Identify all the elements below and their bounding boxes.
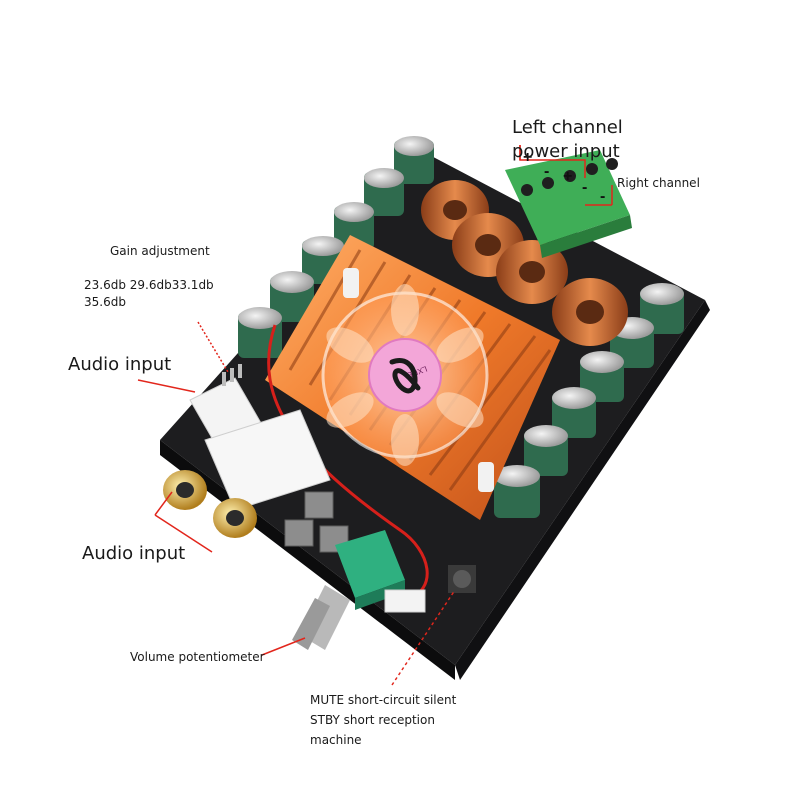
label-mute-line1: MUTE short-circuit silent [310, 693, 457, 707]
capacitor [238, 307, 282, 358]
terminal-mark-minus-3: - [600, 188, 605, 205]
capacitor [494, 465, 540, 518]
terminal-screw [564, 170, 576, 182]
potentiometer-body [335, 530, 405, 610]
capacitor-row-right [494, 283, 684, 518]
gain-jumper-pins [222, 364, 242, 386]
volume-knob [292, 585, 350, 650]
capacitor [334, 202, 374, 250]
capacitor-row-left [238, 136, 434, 358]
capacitor [270, 271, 314, 322]
terminal-mark-minus-1: - [544, 163, 549, 180]
capacitor [394, 136, 434, 184]
label-mute-line2: STBY short reception [310, 713, 435, 727]
capacitor [364, 168, 404, 216]
capacitor [552, 387, 596, 438]
rca-jack-right [213, 498, 257, 538]
label-audio-input-bottom: Audio input [82, 543, 186, 564]
capacitor [524, 425, 568, 476]
audio-input-connector [189, 377, 331, 511]
inductor-coil [552, 278, 628, 346]
terminal-mark-plus-1: + [523, 149, 532, 166]
callout-volume [261, 637, 306, 656]
terminal-screw [586, 163, 598, 175]
inductor-coils [421, 180, 628, 346]
callout-audio-input-bottom [154, 491, 213, 553]
standoffs [343, 268, 494, 492]
terminal-marks: + - + - - [523, 149, 605, 205]
label-gain-values-line2: 35.6db [84, 295, 126, 309]
label-audio-input-top: Audio input [68, 354, 172, 375]
terminal-mark-minus-2: - [582, 179, 587, 196]
label-gain-adjustment: Gain adjustment [110, 244, 210, 258]
label-gain-values-line1: 23.6db 29.6db33.1db [84, 278, 214, 292]
label-volume-potentiometer: Volume potentiometer [130, 650, 265, 664]
label-left-channel-power-input: Left channel power input [512, 117, 623, 163]
terminal-screw [521, 184, 533, 196]
fan-connector [384, 589, 426, 613]
mute-stby-button [448, 565, 476, 593]
callout-audio-input-top [137, 379, 196, 393]
terminal-screw [606, 158, 618, 170]
label-right-channel: Right channel [617, 176, 700, 190]
terminal-mark-plus-2: + [563, 168, 572, 185]
callout-right-channel [585, 185, 613, 206]
label-mute-line3: machine [310, 733, 362, 747]
chokes [284, 491, 349, 553]
inductor-coil [496, 240, 568, 304]
callout-mute [391, 589, 456, 686]
fan-wire [267, 324, 429, 602]
terminal-screw [542, 177, 554, 189]
capacitor [580, 351, 624, 402]
rca-jack-left [163, 470, 207, 510]
cooling-fan: LXUE [321, 284, 489, 466]
callout-lines [137, 145, 613, 686]
fan-logo-icon [389, 358, 421, 394]
power-terminal-block [505, 150, 632, 258]
callout-gain [197, 321, 229, 373]
